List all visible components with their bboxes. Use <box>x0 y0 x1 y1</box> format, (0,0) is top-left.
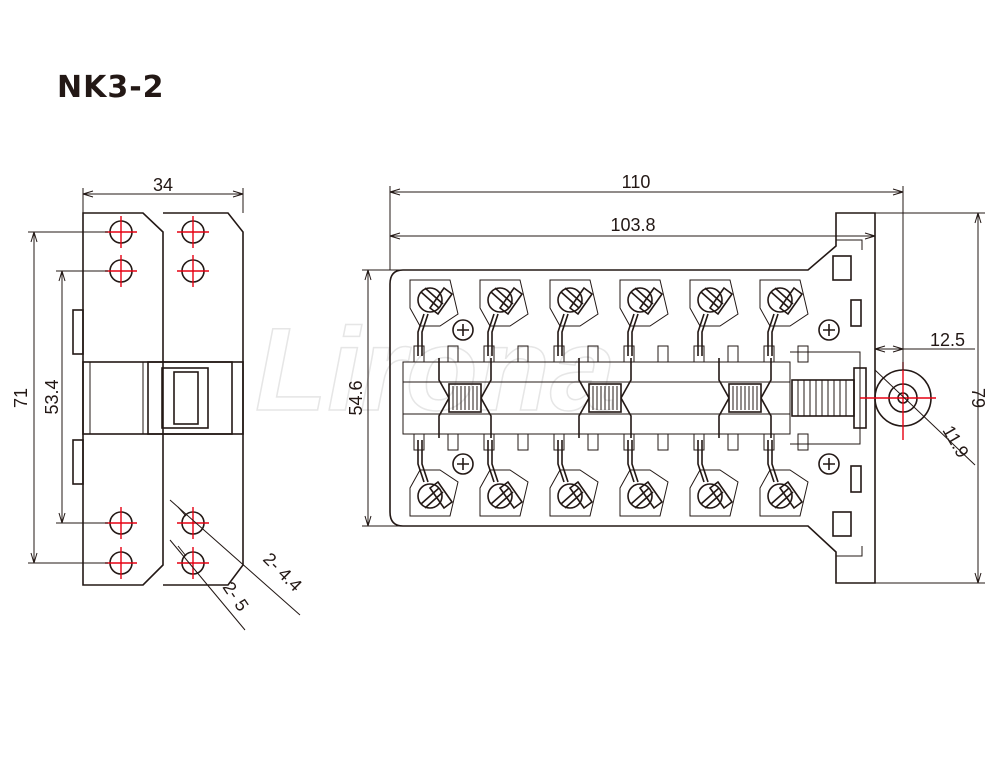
dim-knob-diameter: 11.9 <box>939 422 973 461</box>
page-title: NK3-2 <box>57 70 165 105</box>
mounting-hole <box>104 546 138 580</box>
mounting-hole <box>104 254 138 288</box>
mounting-hole <box>104 506 138 540</box>
terminal <box>409 433 459 517</box>
dim-overall-height: 71 <box>11 388 31 408</box>
terminal <box>619 279 669 363</box>
dim-width: 34 <box>153 175 173 195</box>
dim-height: 54.6 <box>346 380 366 415</box>
terminal <box>689 279 739 363</box>
dim-overall-length: 110 <box>622 172 651 192</box>
mounting-hole <box>176 546 210 580</box>
mounting-hole <box>176 215 210 249</box>
callout-hole-large: 2- 5 <box>219 578 253 615</box>
terminal <box>689 433 739 517</box>
screw-head <box>452 453 474 475</box>
screw-head <box>818 319 840 341</box>
dim-mounting-length: 103.8 <box>610 215 655 235</box>
dim-shaft-height: 79 <box>968 388 988 408</box>
dim-hole-spacing: 53.4 <box>42 379 62 414</box>
mounting-hole <box>176 254 210 288</box>
dim-shaft-length: 12.5 <box>930 330 965 350</box>
terminal <box>549 433 599 517</box>
terminal <box>759 433 809 517</box>
terminal <box>479 433 529 517</box>
screw-head <box>452 319 474 341</box>
screw-head <box>818 453 840 475</box>
front-view: 110 103.8 54.6 12.5 79 11.9 <box>346 172 988 584</box>
terminal <box>759 279 809 363</box>
spring-contact <box>718 357 772 439</box>
terminal <box>619 433 669 517</box>
mounting-hole <box>104 215 138 249</box>
callout-hole-small: 2- 4.4 <box>259 549 306 596</box>
